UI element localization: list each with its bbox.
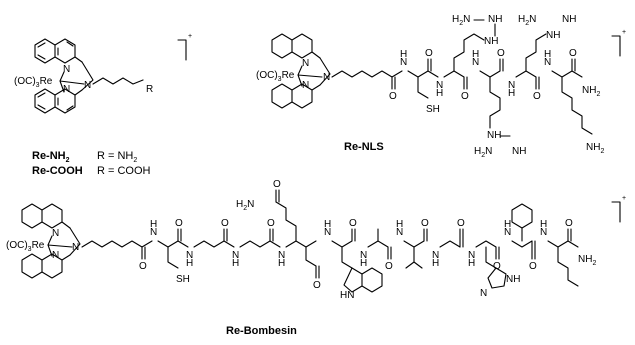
bom-amine-n: N <box>72 242 79 253</box>
bom-amide-h-4: H <box>278 258 285 269</box>
nls-carbonyl-o-1: O <box>389 91 397 102</box>
nls-carbonyl-o-5: O <box>533 91 541 102</box>
bom-amide-h-11: H <box>540 219 547 230</box>
bom-carbonyl-o-5: O <box>313 280 321 291</box>
nls-oc3-ligand: (OC)3Re <box>256 70 295 83</box>
bom-amide-h-9: H <box>468 258 475 269</box>
quinoline-n-lower-1: N <box>63 84 70 95</box>
nls-amide-h-2: H <box>436 88 443 99</box>
bom-carbonyl-o-7: O <box>385 261 393 272</box>
oc3-ligand-1: (OC)3Re <box>14 76 53 89</box>
bom-gln-o: O <box>273 179 281 190</box>
bom-carbonyl-o-12: O <box>565 218 573 229</box>
upper-quinoline-1 <box>34 38 83 64</box>
nls-terminal-nh2: NH2 <box>582 85 600 98</box>
r-definition-cooh: R = COOH <box>97 165 151 177</box>
bom-amide-h-8: H <box>432 258 439 269</box>
quinoline-n-upper-1: N <box>63 64 70 75</box>
nls-amine-n: N <box>323 72 330 83</box>
nls-amide-h-1: H <box>400 49 407 60</box>
charge-re-nh2: + <box>188 33 192 40</box>
bom-amide-n-2: N <box>186 250 193 261</box>
re-nls-structure: N N N (OC)3Re O N H SH O N H NH NH H2N O… <box>256 14 626 159</box>
compound-name-re-bombesin: Re-Bombesin <box>226 325 297 337</box>
charge-re-nls: + <box>622 29 626 36</box>
re-bombesin-structure: N N N (OC)3Re O N H SH O N H O N H O N H… <box>6 179 626 301</box>
bom-carbonyl-o-2: O <box>175 218 183 229</box>
bom-carbonyl-o-3: O <box>221 218 229 229</box>
nls-carbonyl-o-6: O <box>569 48 577 59</box>
bom-his-nh: NH <box>506 274 520 285</box>
bom-carbonyl-o-11: O <box>529 261 537 272</box>
nls-amide-nh-2: N <box>436 80 443 91</box>
nls-amide-nh-3: N <box>472 57 479 68</box>
amine-n-1: N <box>84 80 91 91</box>
nls-arg2-h2n: H2N <box>474 146 492 159</box>
nls-lys-nh2: NH2 <box>586 142 604 155</box>
nls-arg1-nh: NH <box>484 36 498 47</box>
bom-cys-sh: SH <box>176 274 190 285</box>
nls-arg2-guanidine-nh: NH <box>512 146 526 157</box>
compound-name-re-cooh: Re-COOH <box>32 165 83 177</box>
nls-amide-nh-4: N <box>508 80 515 91</box>
bom-amide-n-11: N <box>540 227 547 238</box>
nls-arg3-nh: NH <box>546 30 560 41</box>
nls-arg1-h2n: H2N <box>452 14 470 27</box>
bom-amide-h-7: H <box>396 219 403 230</box>
nls-amide-h-3: H <box>472 49 479 60</box>
nls-arg3-guanidine-nh: NH <box>562 14 576 25</box>
bom-amide-n-5: N <box>324 227 331 238</box>
nls-amide-h-4: H <box>508 88 515 99</box>
bom-carbonyl-o-6: O <box>349 218 357 229</box>
bom-carbonyl-o-8: O <box>421 218 429 229</box>
nls-quinoline-n-lower: N <box>302 80 309 91</box>
nls-carbonyl-o-3: O <box>461 91 469 102</box>
nls-arg2-nh: NH <box>487 130 501 141</box>
bom-amide-n-1: N <box>150 227 157 238</box>
bom-amide-h-10: H <box>504 219 511 230</box>
nls-carbonyl-o-4: O <box>497 48 505 59</box>
bom-amide-h-6: H <box>360 258 367 269</box>
compound-name-re-nls: Re-NLS <box>344 141 384 153</box>
nls-amide-nh-1: N <box>400 57 407 68</box>
nls-arg1-guanidine-nh: NH <box>488 14 502 25</box>
bom-amide-n-4: N <box>278 250 285 261</box>
bom-amide-h-1: H <box>150 219 157 230</box>
compound-name-re-nh2: Re-NH2 <box>32 150 70 164</box>
lower-quinoline-1 <box>34 88 83 114</box>
bom-his-n: N <box>480 288 487 299</box>
nls-cys-sh: SH <box>426 104 440 115</box>
bom-amide-n-10: N <box>504 227 511 238</box>
bom-amide-h-3: H <box>232 258 239 269</box>
bom-amide-n-8: N <box>432 250 439 261</box>
bom-carbonyl-o-4: O <box>267 218 275 229</box>
nls-amide-nh-5: N <box>544 57 551 68</box>
bom-trp-hn: HN <box>340 290 354 301</box>
nls-amide-h-5: H <box>544 49 551 60</box>
nls-carbonyl-o-2: O <box>425 48 433 59</box>
bom-terminal-nh2: NH2 <box>578 254 596 267</box>
bom-amide-n-3: N <box>232 250 239 261</box>
bom-amide-n-9: N <box>468 250 475 261</box>
nls-arg3-h2n: H2N <box>518 14 536 27</box>
bom-amide-n-6: N <box>360 250 367 261</box>
r-group-label: R <box>146 84 153 95</box>
bom-oc3-ligand: (OC)3Re <box>6 240 45 253</box>
bom-gln-h2n: H2N <box>236 199 254 212</box>
bom-amide-h-5: H <box>324 219 331 230</box>
nls-quinoline-n-upper: N <box>302 58 309 69</box>
bom-quinoline-n-lower: N <box>52 250 59 261</box>
bom-carbonyl-o-9: O <box>457 218 465 229</box>
charge-re-bombesin: + <box>622 195 626 202</box>
bom-quinoline-n-upper: N <box>52 228 59 239</box>
bom-carbonyl-o-1: O <box>139 261 147 272</box>
bom-amide-h-2: H <box>186 258 193 269</box>
re-complex-1: N N N (OC)3Re R + <box>14 33 192 114</box>
r-definition-nh2: R = NH2 <box>97 150 137 164</box>
bom-amide-n-7: N <box>396 227 403 238</box>
bom-carbonyl-o-10: O <box>493 261 501 272</box>
